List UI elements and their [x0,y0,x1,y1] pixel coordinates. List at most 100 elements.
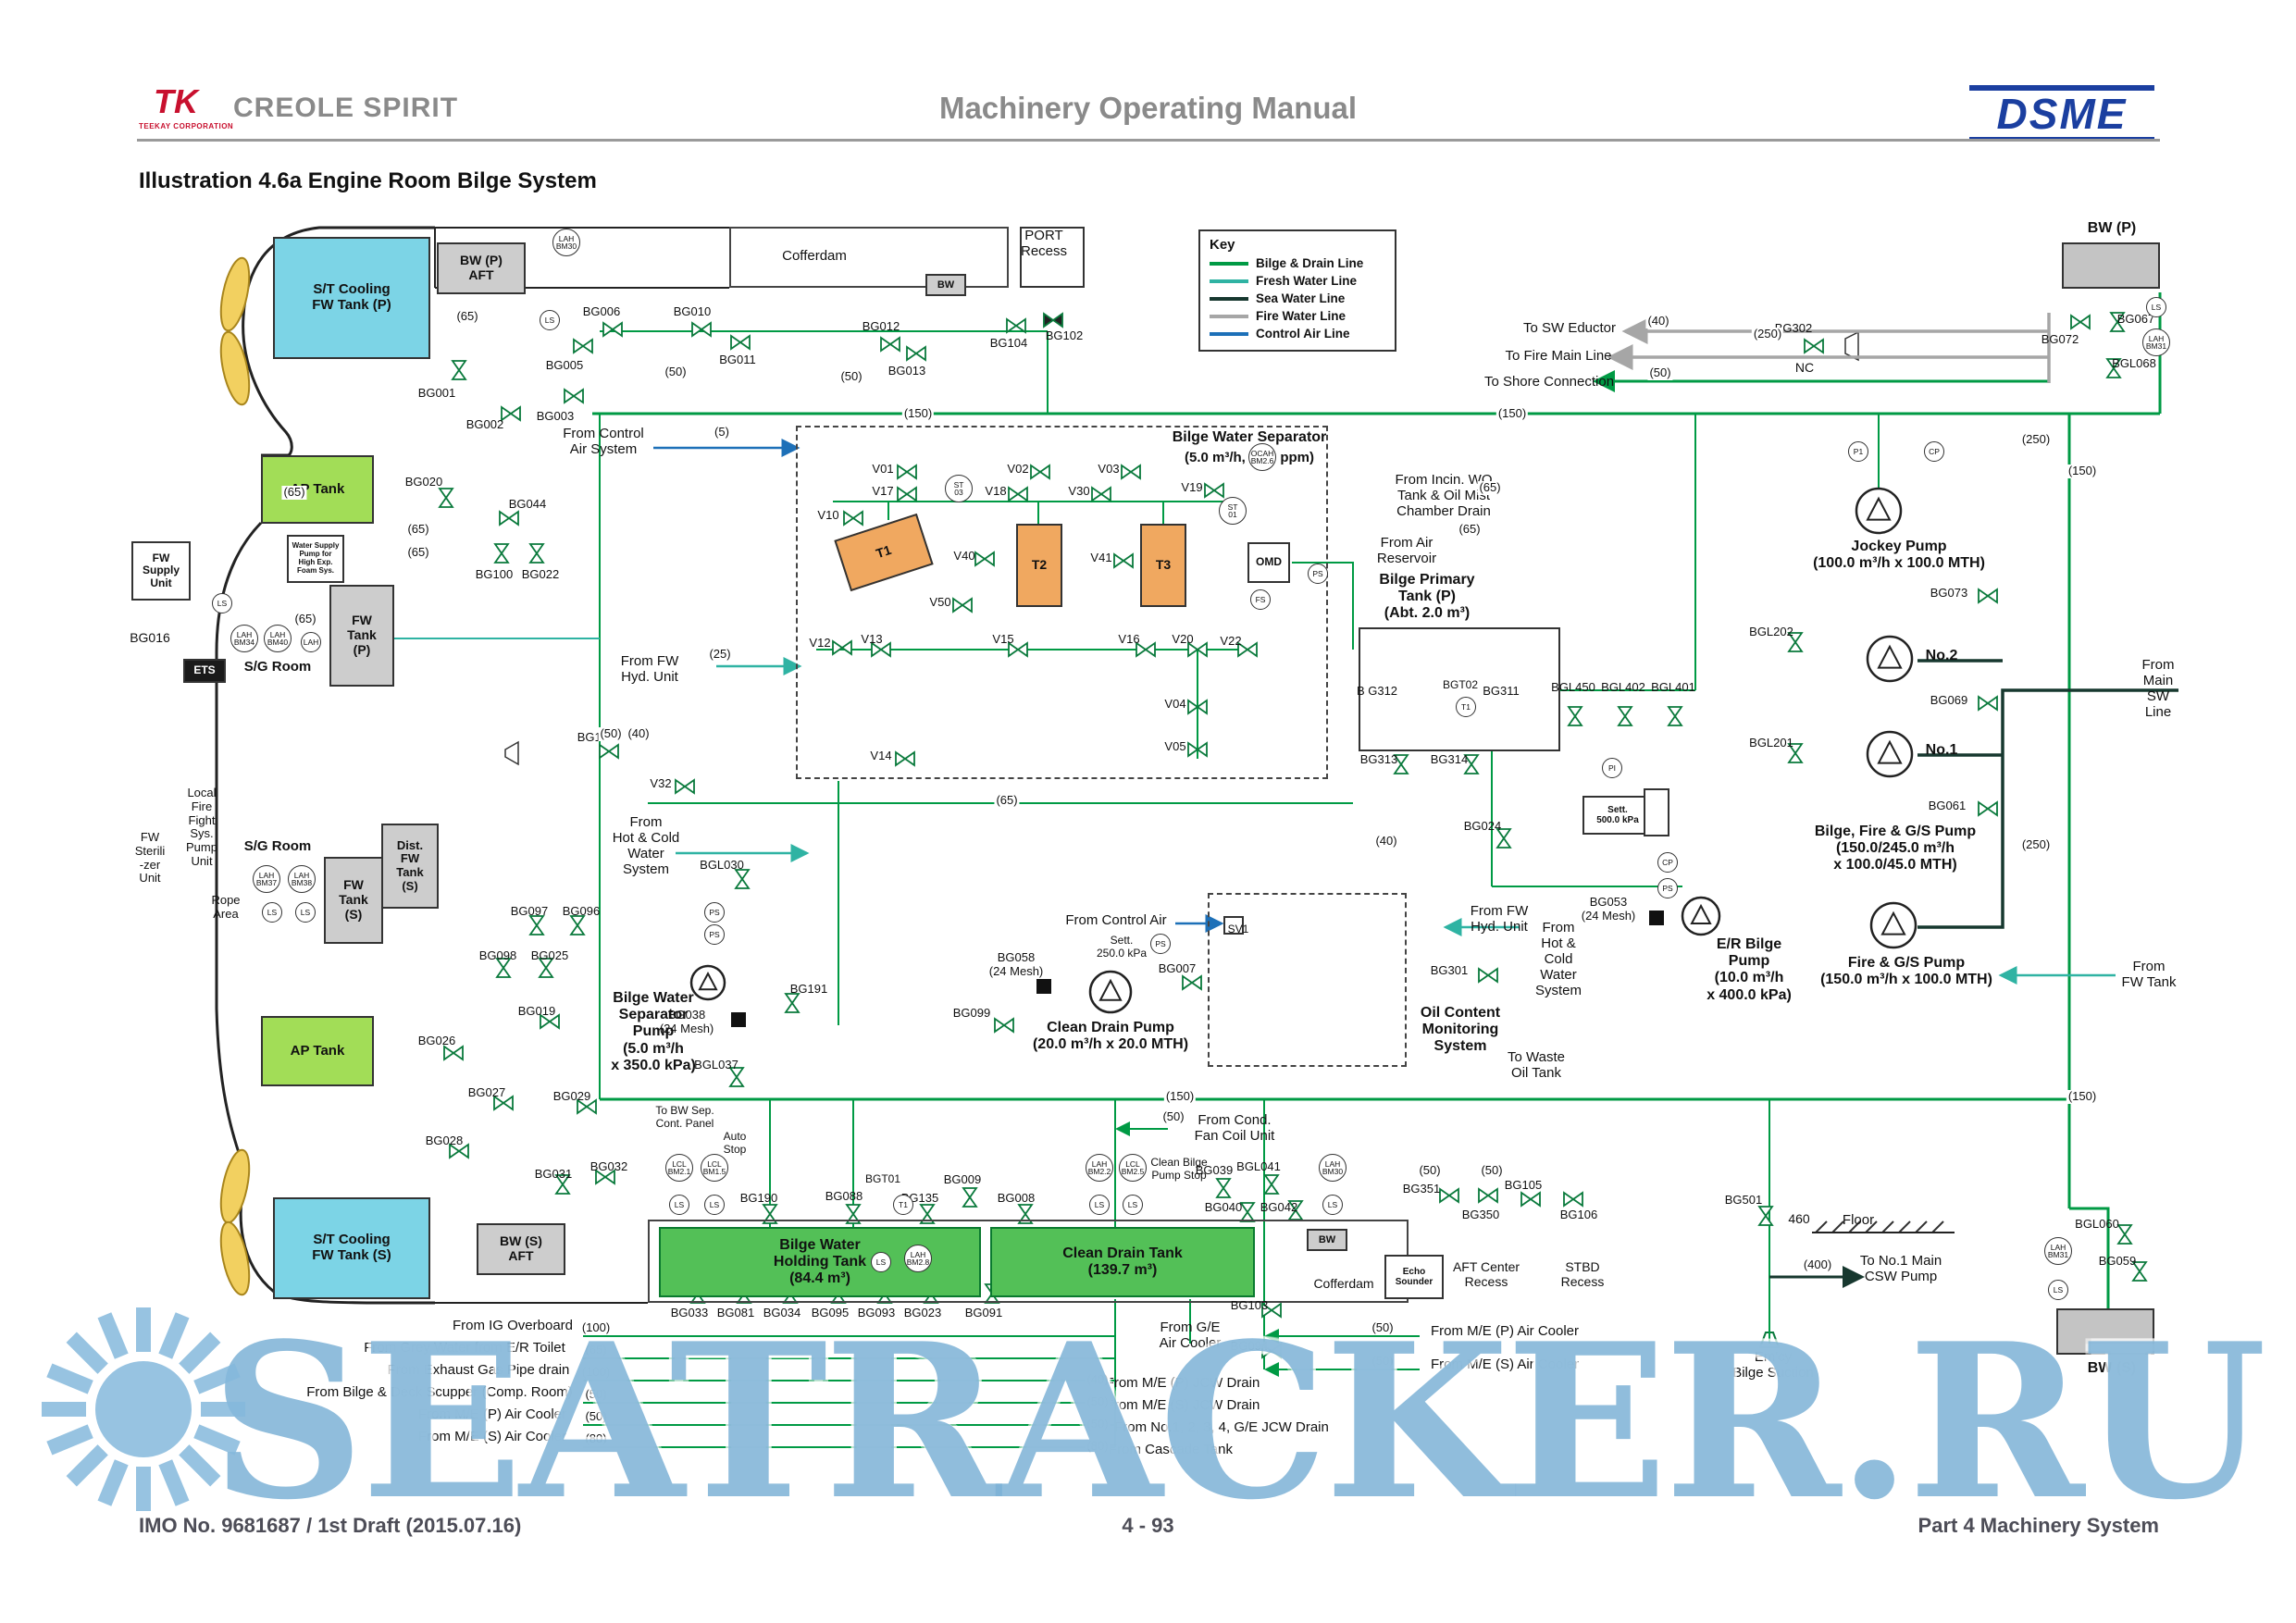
valve-label-BG102: BG102 [1045,328,1084,342]
valve-BG019 [540,1013,560,1030]
valve-BG135 [919,1204,936,1224]
diagram-label: BG016 [130,630,170,645]
diagram-label: Clean Drain Pump (20.0 m³/h x 20.0 MTH) [1032,1020,1189,1053]
diagram-label: From Incin. WO Tank & Oil Mist Chamber D… [1395,472,1493,520]
valve-label-BG104: BG104 [989,336,1028,350]
valve-label-V41: V41 [1090,551,1112,564]
pipe-s [1917,688,2178,929]
diagram-label: (65) [583,1343,609,1357]
valve-label-BG034: BG034 [763,1306,801,1319]
bw-p-tank-right [2062,242,2160,289]
bw-s-tank-right [2056,1308,2154,1355]
diagram-label: (150) [1496,406,1529,421]
valve-BG028 [449,1143,469,1159]
diagram-label: From FW Tank [2121,959,2177,991]
valve-BG007 [1182,974,1202,991]
instrument-ps: PS [1657,878,1678,898]
valve-BG072 [2070,314,2091,330]
pipe-g [1292,562,1354,650]
instrument-ls: LS [2048,1280,2068,1300]
diagram-label: (250) [1751,327,1784,341]
valve-label-BG067: BG067 [2116,312,2155,326]
diagram-label: From Bilge & Deck Scupper (Comp. Room) [306,1384,573,1400]
diagram-label: S/G Room [243,659,312,675]
ap-tank-p: AP Tank [261,455,374,524]
valve-label-BG040: BG040 [1204,1200,1243,1214]
instrument-ocah: OCAH BM2.6 [1248,443,1276,471]
diagram-label: BW (S) [2087,1360,2137,1376]
valve-label-BGL060: BGL060 [2075,1217,2119,1231]
valve-label-V22: V22 [1220,634,1242,648]
valve-BG032 [595,1169,615,1185]
valve-BG103 [1261,1302,1282,1319]
instrument-pi: PI [1602,758,1622,778]
valve-label-BG025: BG025 [530,948,569,962]
instrument-ps: PS [1150,934,1171,954]
legend-swatch [1210,279,1248,283]
valve-label-BG026: BG026 [417,1034,456,1047]
instrument-st: ST 03 [945,475,973,502]
instrument-lcl: LCL BM1.5 [701,1154,728,1182]
valve-label-BG073: BG073 [1930,586,1968,600]
valve-label-V04: V04 [1164,697,1186,711]
diagram-label: (40) [1085,1372,1111,1387]
valve-label-V32: V32 [650,776,672,790]
diagram-label: (65) [994,793,1020,808]
valve-label-BGL201: BGL201 [1749,736,1793,750]
valve-BGL037 [728,1067,745,1087]
diagram-label: Bilge Primary Tank (P) (Abt. 2.0 m³) [1379,572,1475,622]
diagram-label: Bilge Water Separator Pump (5.0 m³/h x 3… [611,990,696,1073]
diagram-label: From G/E Air Cooler [1159,1319,1222,1352]
echo-sounder-box: Echo Sounder [1384,1255,1444,1299]
diagram-label: (25) [707,647,733,662]
legend-row: Fire Water Line [1210,309,1385,323]
dist-fw-tank-s: Dist. FW Tank (S) [381,824,439,909]
diagram-label: From Grey Water from E/R Toilet [364,1340,565,1356]
teekay-caption: TEEKAY CORPORATION [139,122,234,130]
valve-label-BG019: BG019 [517,1004,556,1018]
valve-BG097 [528,915,545,935]
valve-BG313 [1393,754,1409,774]
diagram-label: From Control Air System [563,426,644,458]
valve-label-V30: V30 [1068,484,1090,498]
valve-label-BG095: BG095 [811,1306,850,1319]
valve-label-BG044: BG044 [508,497,547,511]
legend-row: Bilge & Drain Line [1210,256,1385,270]
valve-label-BGL041: BGL041 [1236,1159,1281,1173]
instrument-ls: LS [669,1195,689,1215]
diagram-label: From Cascade Tank [1109,1442,1233,1457]
diagram-label: From FW Hyd. Unit [620,653,679,686]
diagram-label: Fire & G/S Pump (150.0 m³/h x 100.0 MTH) [1820,955,1992,988]
valve-BG003 [564,388,584,404]
instrument-ls: LS [1089,1195,1110,1215]
ap-tank-s: AP Tank [261,1016,374,1086]
valve-label-BG029: BG029 [552,1089,591,1103]
valve-label-BG501: BG501 [1724,1193,1763,1207]
valve-label-BG003: BG003 [536,409,575,423]
clean-drain-tank: Clean Drain Tank (139.7 m³) [990,1227,1255,1297]
instrument-lah: LAH BM2.2 [1086,1154,1113,1182]
cofferdam-box [729,227,1009,288]
legend-swatch [1210,296,1248,301]
valve-label-BG039: BG039 [1195,1163,1234,1177]
valve-V01 [897,464,917,480]
valve-label-V18: V18 [985,484,1007,498]
bw-s-aft-tank: BW (S) AFT [477,1223,565,1275]
valve-BG027 [493,1095,514,1111]
valve-label-BG001: BG001 [417,386,456,400]
diagram-label: From M/E (S) JCW Drain [1105,1397,1260,1413]
valve-label-BG091: BG091 [964,1306,1003,1319]
valve-BG010 [691,321,712,338]
valve-BG040 [1239,1202,1256,1222]
diagram-label: BGT02 [1442,678,1479,691]
oil-content-monitoring-boundary [1208,893,1407,1067]
diagram-label: (50) [598,726,624,741]
instrument-p1: P1 [1848,441,1868,462]
valve-label-BG007: BG007 [1158,961,1197,975]
instrument-lcl: LCL BM2.5 [1119,1154,1147,1182]
valve-label-BG103: BG103 [1230,1298,1269,1312]
valve-BG302 [1804,338,1824,354]
legend-label: Bilge & Drain Line [1256,256,1364,270]
diagram-label: (65) [1457,522,1483,537]
instrument-lah: LAH [301,632,321,652]
